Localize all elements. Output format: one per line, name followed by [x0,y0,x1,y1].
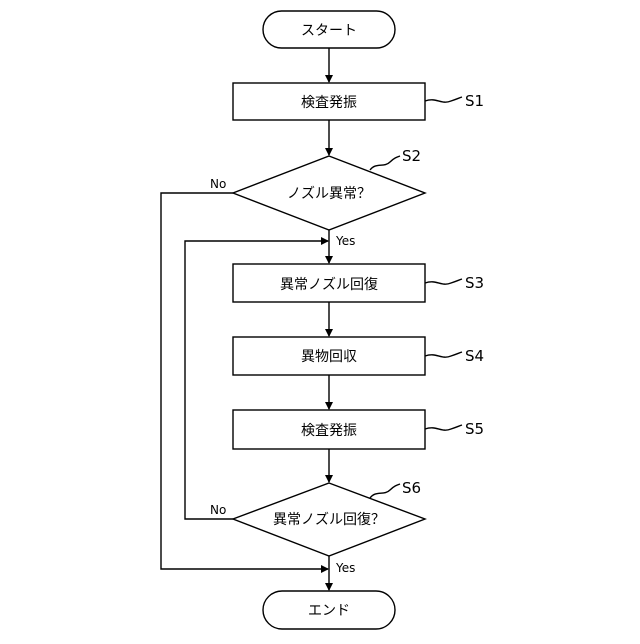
leader-s5 [425,425,462,430]
s2-no-label: No [210,177,226,191]
s6-label: 異常ノズル回復？ [273,511,385,528]
leader-s6 [370,484,400,498]
s4-label: 異物回収 [301,349,357,365]
s6-yes-label: Yes [335,561,355,575]
leader-s2 [370,156,400,170]
s5-label: 検査発振 [301,423,357,439]
leader-s4 [425,352,462,357]
s6-no-label: No [210,503,226,517]
step-id-s3: S3 [465,274,484,292]
s2-label: ノズル異常？ [287,186,371,202]
step-id-s5: S5 [465,420,484,438]
step-id-s1: S1 [465,92,484,110]
leader-s1 [425,97,462,102]
s2-yes-label: Yes [335,234,355,248]
step-id-s6: S6 [402,479,421,497]
s1-label: 検査発振 [301,95,357,111]
leader-s3 [425,279,462,284]
step-id-s4: S4 [465,347,484,365]
start-label: スタート [301,23,357,39]
step-id-s2: S2 [402,147,421,165]
end-label: エンド [308,603,350,619]
s3-label: 異常ノズル回復 [280,276,378,293]
